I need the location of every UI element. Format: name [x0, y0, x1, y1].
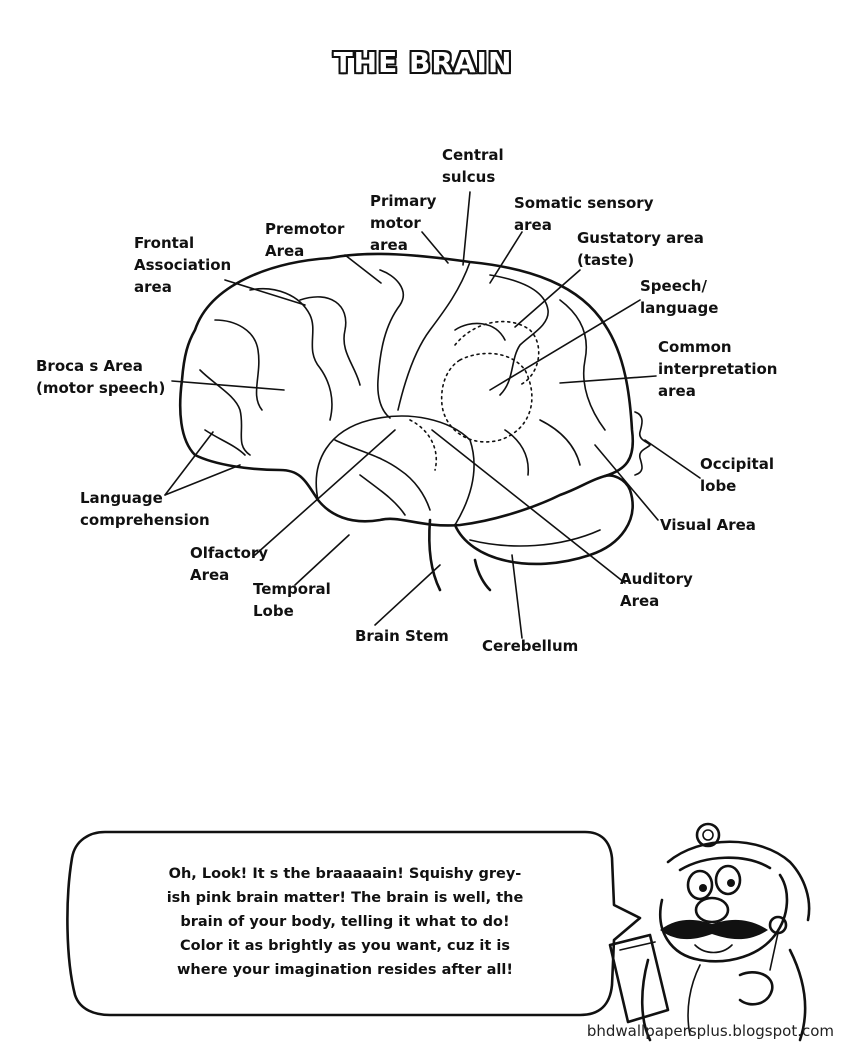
leader-lines [164, 191, 701, 639]
label-frontal-association-area: Frontal Association area [134, 234, 232, 296]
label-brocas-area: Broca s Area (motor speech) [36, 357, 166, 397]
frontal-fold-5 [204, 429, 246, 456]
speech-bubble [66, 830, 642, 1017]
cerebellum-fold [469, 529, 601, 547]
parietal-fold-3 [454, 322, 506, 341]
temporal-lobe-contour [315, 415, 475, 526]
label-cerebellum: Cerebellum [482, 637, 579, 655]
label-occipital-lobe: Occipital lobe [700, 455, 774, 495]
page-title: THE BRAIN [333, 46, 513, 79]
watermark: bhdwallpapersplus.blogspot.com [586, 1022, 834, 1040]
precentral-gyrus [377, 269, 404, 419]
label-temporal-lobe: Temporal Lobe [253, 580, 331, 620]
label-brain-stem: Brain Stem [355, 627, 449, 645]
label-gustatory-area: Gustatory area (taste) [577, 229, 704, 269]
label-premotor-area: Premotor Area [265, 220, 345, 260]
interpretation-area-dots [440, 352, 533, 443]
parietal-fold-1 [489, 274, 549, 396]
frontal-fold-1 [249, 288, 333, 421]
speech-area-dots [454, 320, 540, 386]
frontal-fold-4 [299, 296, 361, 386]
label-somatic-sensory-area: Somatic sensory area [514, 194, 654, 234]
cerebellum-shape [453, 474, 634, 566]
occipital-fold-1 [539, 419, 581, 466]
label-common-interpretation-area: Common interpretation area [658, 338, 778, 400]
label-visual-area: Visual Area [660, 516, 756, 534]
speech-bubble-text: Oh, Look! It s the braaaaain! Squishy gr… [166, 866, 524, 978]
occipital-brace [634, 411, 651, 476]
label-central-sulcus: Central sulcus [442, 146, 504, 186]
label-olfactory-area: Olfactory Area [190, 544, 269, 584]
temporal-fold-1 [334, 439, 431, 511]
occipital-fold-2 [504, 429, 530, 476]
label-speech-language: Speech/ language [640, 277, 719, 317]
temporal-fold-2 [359, 474, 406, 516]
doctor-character [608, 822, 811, 1042]
label-auditory-area: Auditory Area [620, 570, 693, 610]
brain-stem-shape [428, 518, 492, 592]
label-primary-motor-area: Primary motor area [370, 192, 437, 254]
central-sulcus-line [397, 261, 471, 411]
auditory-area-dots [409, 419, 437, 471]
brain-outline [178, 252, 635, 527]
label-language-comprehension: Language comprehension [80, 489, 210, 529]
parietal-fold-2 [559, 299, 606, 431]
frontal-fold-2 [214, 319, 263, 411]
frontal-fold-3 [199, 369, 251, 456]
